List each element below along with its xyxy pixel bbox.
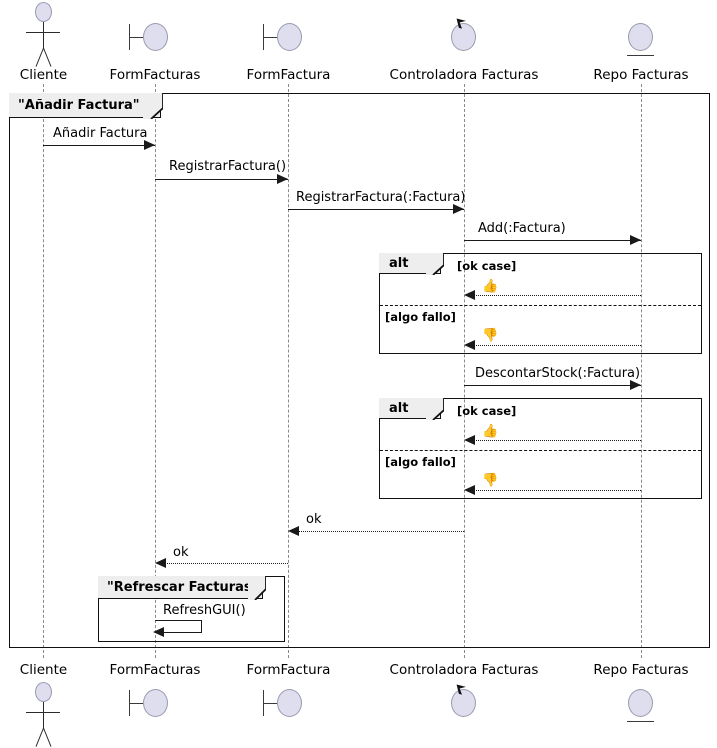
message-label-registrarfactura: RegistrarFactura()	[169, 159, 287, 174]
return-line-ok-1	[467, 295, 641, 296]
participant-label-cliente: Cliente	[19, 662, 68, 678]
thumbs-up-icon-1: 👍	[482, 279, 499, 294]
alt-guard-ok-case-2: [ok case]	[457, 404, 517, 418]
boundary-icon	[232, 682, 345, 738]
frame-tab-label: "Añadir Factura"	[18, 97, 140, 113]
message-label-ok-2: ok	[173, 545, 189, 560]
actor-stick-figure-icon	[0, 2, 87, 67]
participant-foot-cliente[interactable]: Cliente	[0, 662, 87, 747]
return-arrowhead-ok-2	[464, 435, 475, 445]
message-line-registrarfactura-factura	[288, 209, 464, 210]
participant-head-repo-facturas[interactable]: Repo Facturas	[578, 2, 704, 83]
return-arrowhead-ok-formfactura	[155, 558, 166, 568]
message-label-registrarfactura-factura: RegistrarFactura(:Factura)	[296, 190, 466, 205]
lifeline-cliente	[43, 84, 44, 658]
return-line-ok-controladora	[291, 531, 464, 532]
frame-tab-notch-icon	[143, 93, 163, 119]
message-label-descontarstock: DescontarStock(:Factura)	[475, 366, 641, 381]
participant-foot-formfacturas[interactable]: FormFacturas	[95, 662, 215, 738]
control-arrow-glyph	[456, 18, 466, 29]
thumbs-down-icon-2: 👎	[482, 473, 499, 488]
alt-guard-algo-fallo-1: [algo fallo]	[385, 310, 456, 324]
message-line-descontarstock	[464, 385, 641, 386]
message-label-ok-1: ok	[306, 512, 322, 527]
return-line-fail-2	[467, 490, 641, 491]
participant-head-cliente[interactable]: Cliente	[0, 2, 87, 83]
message-arrowhead-registrarfactura	[277, 174, 288, 184]
self-message-arrowhead-refreshgui	[153, 627, 164, 637]
return-arrowhead-fail-2	[464, 485, 475, 495]
entity-icon	[578, 2, 704, 66]
frame-tab-label: "Refrescar Facturas"	[107, 579, 259, 595]
message-line-registrarfactura	[155, 179, 288, 180]
lifeline-controladora-facturas	[464, 84, 465, 658]
return-line-ok-formfactura	[158, 563, 288, 564]
alt-tab-notch-icon	[426, 398, 444, 420]
self-message-refreshgui	[155, 620, 202, 633]
message-arrowhead-registrarfactura-factura	[453, 204, 464, 214]
boundary-icon	[95, 2, 215, 66]
alt-guard-ok-case-1: [ok case]	[457, 259, 517, 273]
lifeline-formfacturas	[155, 84, 156, 658]
participant-label-formfacturas: FormFacturas	[109, 662, 201, 678]
alt-divider-1	[380, 305, 701, 306]
alt-divider-2	[380, 450, 701, 451]
lifeline-repo-facturas	[641, 84, 642, 658]
control-arrow-glyph	[456, 684, 466, 695]
return-arrowhead-ok-1	[464, 290, 475, 300]
control-icon	[380, 2, 548, 66]
participant-foot-repo-facturas[interactable]: Repo Facturas	[578, 662, 704, 738]
participant-label-cliente: Cliente	[19, 67, 68, 83]
message-line-add-factura	[464, 240, 641, 241]
alt-fragment-1	[379, 253, 702, 354]
alt-operator-label: alt	[389, 255, 409, 271]
participant-label-repo-facturas: Repo Facturas	[593, 662, 689, 678]
participant-foot-controladora-facturas[interactable]: Controladora Facturas	[380, 662, 548, 738]
participant-label-repo-facturas: Repo Facturas	[593, 67, 689, 83]
thumbs-up-icon-2: 👍	[482, 424, 499, 439]
entity-icon	[578, 682, 704, 738]
frame-tab-notch-icon	[248, 576, 266, 600]
alt-guard-algo-fallo-2: [algo fallo]	[385, 455, 456, 469]
boundary-icon	[232, 2, 345, 66]
message-label-add-factura: Add(:Factura)	[478, 221, 566, 236]
participant-head-formfactura[interactable]: FormFactura	[232, 2, 345, 83]
frame-anadir-factura	[9, 93, 710, 648]
alt-operator-label: alt	[389, 400, 409, 416]
boundary-icon	[95, 682, 215, 738]
participant-label-controladora-facturas: Controladora Facturas	[389, 662, 539, 678]
alt-fragment-2-operator-tab: alt	[379, 398, 441, 419]
control-icon	[380, 682, 548, 738]
participant-head-controladora-facturas[interactable]: Controladora Facturas	[380, 2, 548, 83]
participant-head-formfacturas[interactable]: FormFacturas	[95, 2, 215, 83]
lifeline-formfactura	[288, 84, 289, 658]
return-arrowhead-fail-1	[464, 340, 475, 350]
participant-label-controladora-facturas: Controladora Facturas	[389, 67, 539, 83]
participant-label-formfactura: FormFactura	[246, 662, 331, 678]
participant-foot-formfactura[interactable]: FormFactura	[232, 662, 345, 738]
message-label-refreshgui: RefreshGUI()	[163, 603, 246, 618]
participant-label-formfactura: FormFactura	[246, 67, 331, 83]
return-arrowhead-ok-controladora	[288, 526, 299, 536]
alt-fragment-2	[379, 398, 702, 499]
thumbs-down-icon-1: 👎	[482, 328, 499, 343]
frame-tab-anadir-factura: "Añadir Factura"	[9, 93, 161, 118]
message-arrowhead-anadir-factura	[144, 140, 155, 150]
actor-stick-figure-icon	[0, 681, 87, 747]
frame-tab-refrescar-facturas: "Refrescar Facturas"	[98, 576, 263, 599]
return-line-ok-2	[467, 440, 641, 441]
message-label-anadir-factura: Añadir Factura	[53, 126, 148, 141]
return-line-fail-1	[467, 345, 641, 346]
message-arrowhead-add-factura	[630, 235, 641, 245]
message-line-anadir-factura	[43, 145, 155, 146]
participant-label-formfacturas: FormFacturas	[109, 67, 201, 83]
message-arrowhead-descontarstock	[630, 380, 641, 390]
alt-tab-notch-icon	[426, 253, 444, 275]
